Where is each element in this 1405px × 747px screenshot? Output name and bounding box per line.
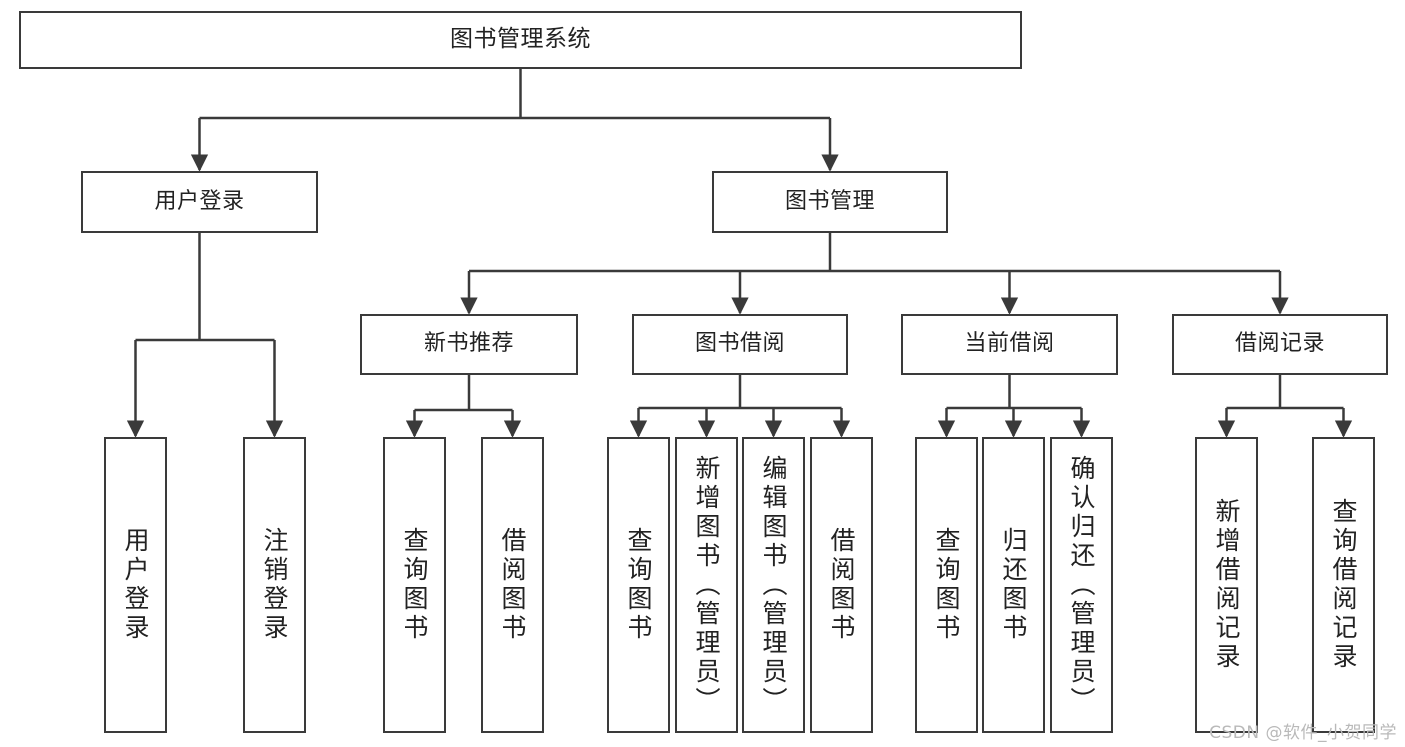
leaf-current-confirm-return[interactable]: 确认归还（管理员）	[1050, 437, 1113, 733]
node-current-loan[interactable]: 当前借阅	[901, 314, 1118, 375]
leaf-borrow-query-book[interactable]: 查询图书	[607, 437, 670, 733]
node-root[interactable]: 图书管理系统	[19, 11, 1022, 69]
node-label: 新书推荐	[423, 331, 514, 357]
leaf-recommend-query-book[interactable]: 查询图书	[383, 437, 446, 733]
node-new-book-recommend[interactable]: 新书推荐	[360, 314, 578, 375]
node-loan-record[interactable]: 借阅记录	[1172, 314, 1388, 375]
node-label: 用户登录	[154, 188, 245, 214]
node-label: 用户登录	[121, 527, 150, 643]
node-label: 归还图书	[999, 527, 1028, 643]
node-label: 当前借阅	[964, 331, 1055, 357]
node-label: 图书借阅	[694, 331, 785, 357]
node-label: 新增借阅记录	[1212, 498, 1241, 672]
node-label: 查询图书	[400, 527, 429, 643]
leaf-user-login[interactable]: 用户登录	[104, 437, 167, 733]
leaf-current-return-book[interactable]: 归还图书	[982, 437, 1045, 733]
leaf-user-logout[interactable]: 注销登录	[243, 437, 306, 733]
node-label: 新增图书（管理员）	[692, 454, 721, 716]
leaf-borrow-lend-book[interactable]: 借阅图书	[810, 437, 873, 733]
node-label: 借阅图书	[827, 527, 856, 643]
node-user-login[interactable]: 用户登录	[81, 171, 318, 233]
node-label: 图书管理系统	[450, 26, 591, 53]
node-label: 借阅记录	[1234, 331, 1325, 357]
node-label: 图书管理	[784, 188, 875, 214]
leaf-recommend-borrow-book[interactable]: 借阅图书	[481, 437, 544, 733]
node-label: 编辑图书（管理员）	[759, 454, 788, 716]
node-book-borrow[interactable]: 图书借阅	[632, 314, 848, 375]
leaf-borrow-add-book[interactable]: 新增图书（管理员）	[675, 437, 738, 733]
node-label: 借阅图书	[498, 527, 527, 643]
node-book-manage[interactable]: 图书管理	[712, 171, 948, 233]
leaf-record-query-loan-record[interactable]: 查询借阅记录	[1312, 437, 1375, 733]
csdn-watermark: CSDN @软件_小贺同学	[1209, 723, 1397, 743]
leaf-current-query-book[interactable]: 查询图书	[915, 437, 978, 733]
node-label: 查询图书	[624, 527, 653, 643]
leaf-record-add-loan-record[interactable]: 新增借阅记录	[1195, 437, 1258, 733]
node-label: 确认归还（管理员）	[1067, 454, 1096, 716]
node-label: 查询图书	[932, 527, 961, 643]
node-label: 查询借阅记录	[1329, 498, 1358, 672]
leaf-borrow-edit-book[interactable]: 编辑图书（管理员）	[742, 437, 805, 733]
node-label: 注销登录	[260, 527, 289, 643]
